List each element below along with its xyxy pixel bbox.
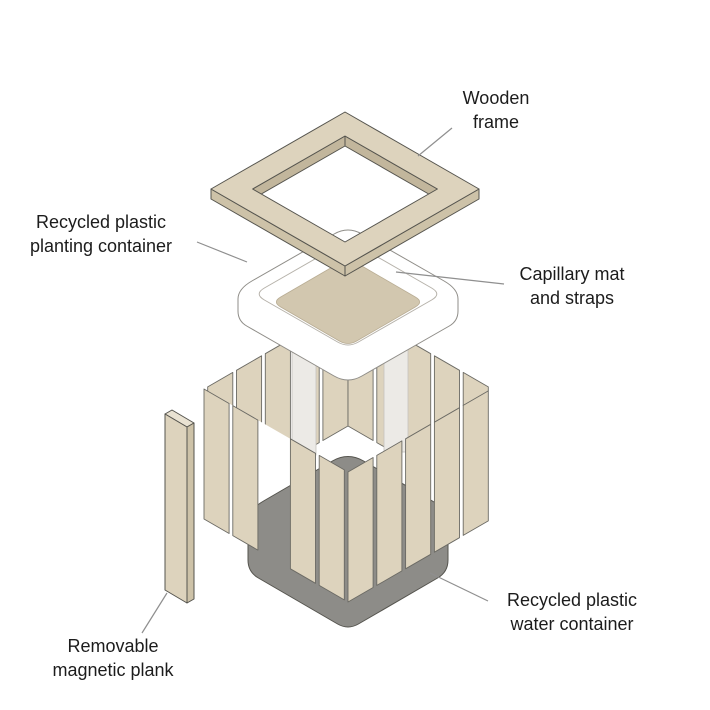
removable-plank-face (164, 413, 188, 604)
leader-line-water-container (429, 572, 489, 602)
plank (433, 407, 460, 553)
leader-lines (141, 127, 505, 634)
plank (462, 390, 489, 536)
label-wooden-frame: Wooden frame (462, 88, 530, 132)
removable-plank-part (164, 409, 195, 604)
plank (289, 438, 316, 584)
planting-container-part (237, 229, 459, 381)
label-magnetic-plank: Removable magnetic plank (52, 636, 174, 680)
leader-line-planting-container (196, 241, 248, 263)
label-capillary-mat: Capillary mat and straps (519, 264, 625, 308)
plank (347, 457, 374, 603)
plank (376, 440, 403, 586)
slat-body-near-planks (203, 388, 489, 603)
label-planting-container: Recycled plastic planting container (29, 212, 173, 256)
label-water-container: Recycled plastic water container (506, 590, 638, 634)
leader-line-magnetic-plank (141, 592, 168, 634)
leader-line-wooden-frame (417, 127, 453, 157)
plank (232, 405, 259, 551)
plank (405, 423, 432, 570)
frame-top-face (210, 111, 480, 267)
plank (318, 454, 345, 601)
wooden-frame-part (210, 111, 480, 277)
removable-plank-side (186, 422, 195, 604)
leader-line-capillary-mat (395, 271, 505, 285)
plank (203, 388, 230, 534)
